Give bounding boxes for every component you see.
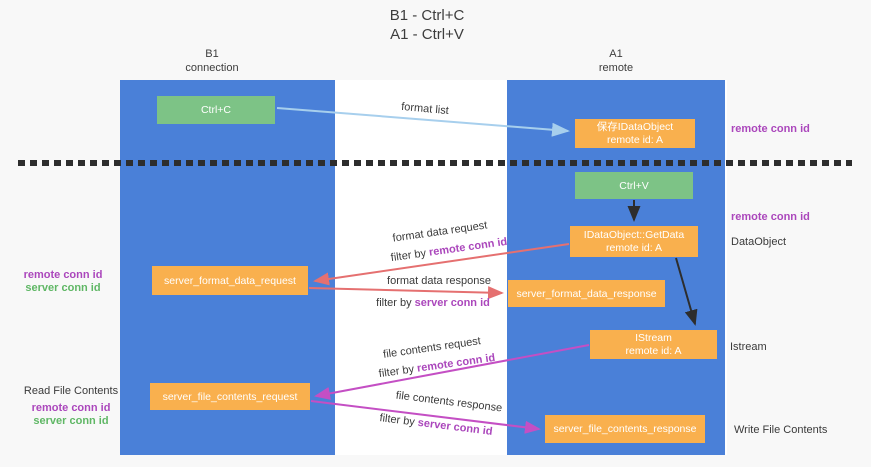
istream-side-label: Istream xyxy=(730,341,767,353)
saved-idataobject-box: 保存IDataObject remote id: A xyxy=(575,119,695,148)
dataobject-label: DataObject xyxy=(731,236,787,248)
diagram-title: B1 - Ctrl+C A1 - Ctrl+V xyxy=(327,6,527,44)
filter-by-server-conn-id-label-1: filter by server conn id xyxy=(376,297,490,309)
saved-idataobject-line2: remote id: A xyxy=(606,133,664,146)
server-conn-id-filter-1: server conn id xyxy=(414,297,490,309)
server-file-contents-response-label: server_file_contents_response xyxy=(553,423,697,435)
format-data-response-arrow xyxy=(308,286,504,300)
right-lane-subtitle: remote xyxy=(598,62,634,74)
write-file-contents-label: Write File Contents xyxy=(734,424,828,436)
file-contents-response-arrow xyxy=(310,400,541,434)
remote-conn-id-label-top: remote conn id xyxy=(731,123,810,135)
left-conn-id-group-1: remote conn id server conn id xyxy=(12,269,114,295)
format-list-arrow xyxy=(276,107,570,137)
left-lane-subtitle: connection xyxy=(185,62,239,74)
server-conn-id-left-1: server conn id xyxy=(25,282,101,294)
getdata-line1: IDataObject::GetData xyxy=(583,228,685,241)
remote-conn-id-left-1: remote conn id xyxy=(23,269,103,281)
format-data-request-arrow xyxy=(313,243,570,286)
server-conn-id-left-2: server conn id xyxy=(33,415,109,427)
server-format-data-request-box: server_format_data_request xyxy=(152,266,308,295)
read-file-contents-label: Read File Contents xyxy=(23,385,119,397)
divider-dashed-line xyxy=(18,160,852,166)
istream-line1: IStream xyxy=(635,331,672,344)
ctrl-c-box: Ctrl+C xyxy=(157,96,275,124)
remote-conn-id-label-mid: remote conn id xyxy=(731,211,810,223)
title-line-2: A1 - Ctrl+V xyxy=(390,26,464,43)
getdata-line2: remote id: A xyxy=(605,241,663,254)
server-format-data-response-box: server_format_data_response xyxy=(508,280,665,307)
istream-line2: remote id: A xyxy=(625,344,682,357)
left-lane-name: B1 xyxy=(205,48,219,60)
istream-box: IStream remote id: A xyxy=(590,330,717,359)
ctrl-c-label: Ctrl+C xyxy=(200,104,232,116)
server-file-contents-request-box: server_file_contents_request xyxy=(150,383,310,410)
file-contents-request-arrow xyxy=(314,344,590,400)
ctrl-v-label: Ctrl+V xyxy=(619,179,649,192)
server-format-data-request-label: server_format_data_request xyxy=(164,274,296,287)
server-file-contents-response-box: server_file_contents_response xyxy=(545,415,705,443)
server-file-contents-request-label: server_file_contents_request xyxy=(162,390,298,403)
title-line-1: B1 - Ctrl+C xyxy=(389,7,465,24)
remote-conn-id-left-2: remote conn id xyxy=(31,402,111,414)
format-data-response-label: format data response xyxy=(387,275,491,287)
server-format-data-response-label: server_format_data_response xyxy=(516,287,657,300)
saved-idataobject-line1: 保存IDataObject xyxy=(596,120,674,133)
left-conn-id-group-2: remote conn id server conn id xyxy=(12,402,130,428)
left-lane-header: B1 connection xyxy=(152,47,272,75)
getdata-to-istream-arrow xyxy=(675,257,698,326)
right-lane-name: A1 xyxy=(609,48,623,60)
right-lane-header: A1 remote xyxy=(556,47,676,75)
idataobject-getdata-box: IDataObject::GetData remote id: A xyxy=(570,226,698,257)
ctrl-v-box: Ctrl+V xyxy=(575,172,693,199)
filter-by-text-2: filter by xyxy=(376,297,412,309)
